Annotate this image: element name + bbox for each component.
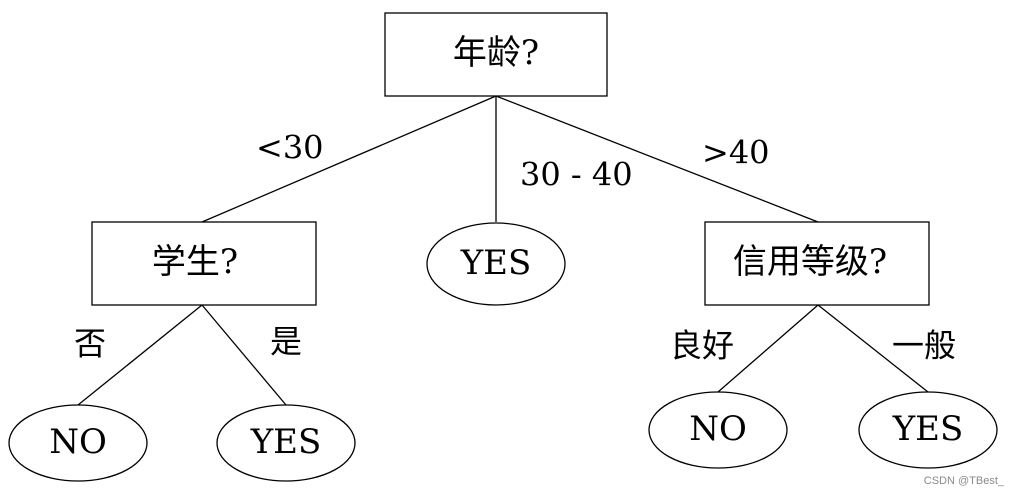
credit-leaf-yes-label: YES (892, 409, 964, 449)
edge-credit-to-yes (817, 304, 929, 393)
edge-label-30-40: 30 - 40 (520, 156, 633, 194)
edge-label-under-30: <30 (256, 129, 324, 167)
edge-root-to-student (201, 95, 497, 223)
credit-node-label: 信用等级? (733, 242, 887, 282)
edge-student-to-yes (201, 304, 287, 406)
edge-credit-to-no (717, 304, 819, 393)
root-node: 年龄? (384, 12, 608, 97)
student-leaf-yes: YES (216, 404, 356, 482)
student-node-label: 学生? (152, 242, 238, 282)
edge-label-over-40: >40 (702, 134, 770, 172)
student-leaf-no-label: NO (49, 422, 107, 462)
edge-label-yes-student: 是 (270, 323, 302, 361)
student-leaf-no: NO (8, 404, 148, 482)
edge-student-to-no (77, 304, 203, 406)
root-node-label: 年龄? (453, 33, 539, 73)
edge-root-to-credit (495, 95, 819, 223)
edge-label-credit-good: 良好 (670, 327, 734, 365)
credit-node: 信用等级? (704, 221, 930, 306)
edge-label-no-student: 否 (74, 325, 106, 363)
credit-leaf-yes: YES (858, 391, 998, 469)
student-node: 学生? (91, 221, 317, 306)
student-leaf-yes-label: YES (250, 422, 322, 462)
credit-leaf-no: NO (648, 391, 788, 469)
middle-leaf-label: YES (460, 243, 532, 283)
watermark-text: CSDN @TBest_ (924, 475, 1005, 487)
edge-label-credit-fair: 一般 (892, 327, 956, 365)
middle-leaf-yes: YES (426, 222, 566, 306)
credit-leaf-no-label: NO (689, 409, 747, 449)
